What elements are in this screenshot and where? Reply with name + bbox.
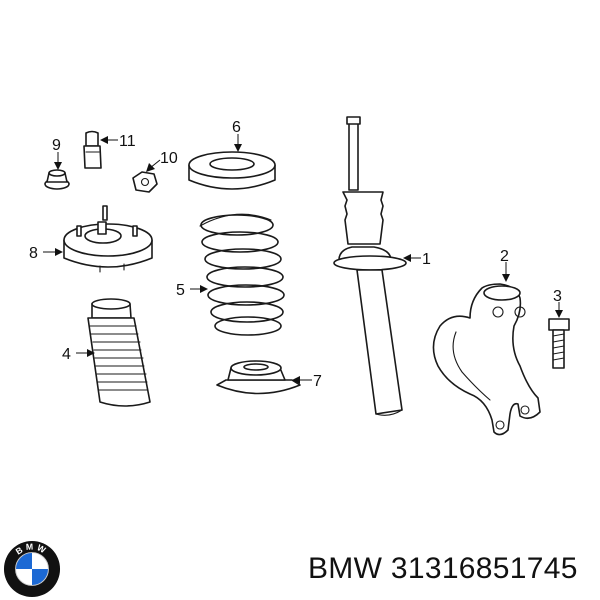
caption-part-number: 31316851745	[390, 552, 578, 585]
callout-8: 8	[29, 245, 38, 262]
logo-quadrant-br	[32, 569, 49, 586]
callout-4: 4	[62, 346, 71, 363]
part-lower-spring-seat	[216, 360, 301, 395]
part-dust-boot	[87, 298, 151, 407]
leader-lines	[43, 134, 563, 384]
part-bolt	[548, 318, 570, 369]
part-strut	[333, 116, 407, 416]
part-coil-spring	[199, 213, 285, 336]
callout-7: 7	[313, 373, 322, 390]
callout-9: 9	[52, 137, 61, 154]
part-nut-10	[132, 171, 158, 193]
caption-brand: BMW	[308, 552, 383, 585]
logo-text: BMW	[14, 541, 47, 556]
part-number-caption: BMW 31316851745	[308, 552, 578, 586]
callout-1: 1	[422, 251, 431, 268]
callout-11: 11	[119, 133, 136, 150]
part-strut-mount	[63, 205, 153, 273]
part-upper-spring-seat	[188, 151, 276, 190]
part-flange-nut-9	[44, 169, 70, 190]
callout-6: 6	[232, 119, 241, 136]
callout-10: 10	[160, 150, 178, 167]
logo-quadrant-tl	[15, 552, 33, 569]
callout-2: 2	[500, 248, 509, 265]
svg-text:BMW: BMW	[14, 541, 50, 556]
part-bracket	[432, 283, 541, 436]
callout-5: 5	[176, 282, 185, 299]
bmw-logo: BMW	[3, 540, 61, 598]
part-sleeve-11	[83, 130, 102, 169]
callout-3: 3	[553, 288, 562, 305]
